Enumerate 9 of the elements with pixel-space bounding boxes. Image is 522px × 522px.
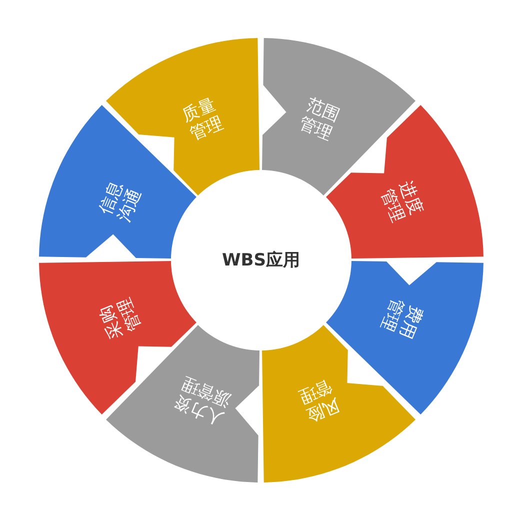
- segment-label: 费用管理: [376, 294, 426, 342]
- segment-label: 信息沟通: [96, 178, 146, 225]
- segment-label: 采购管理: [96, 294, 146, 342]
- segment-label: 风险管理: [296, 376, 342, 425]
- segment-label: 人力资源管理: [172, 372, 234, 428]
- segment-label: 质量管理: [180, 95, 226, 144]
- center-label: WBS应用: [222, 250, 300, 272]
- segment-label: 进度管理: [376, 178, 426, 225]
- segment-label: 范围管理: [296, 95, 342, 144]
